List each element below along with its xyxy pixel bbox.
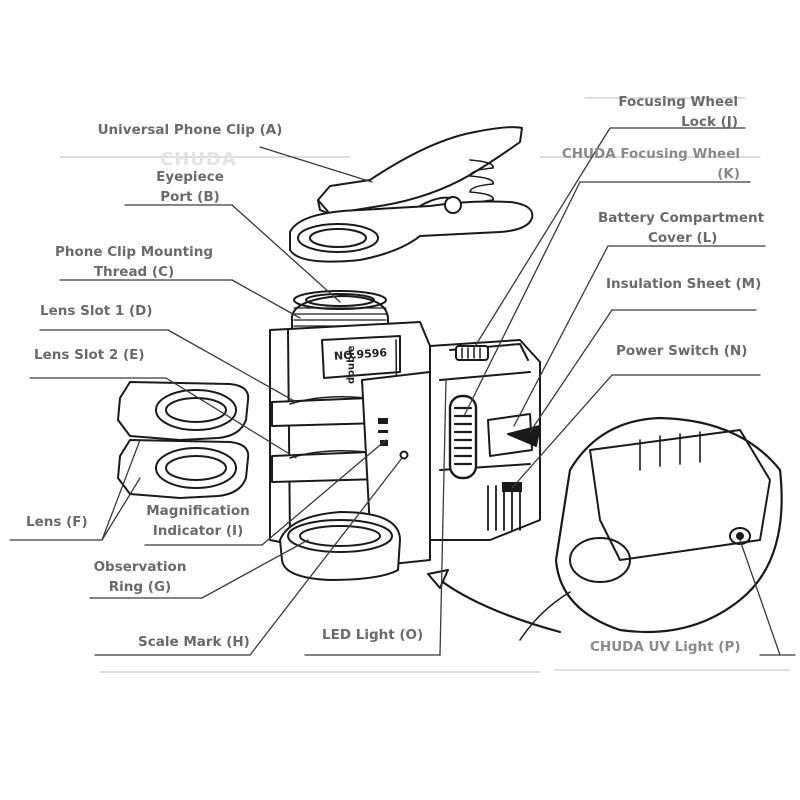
- scale-mark-dot: [399, 450, 409, 460]
- detail-arrow: [427, 569, 562, 634]
- label-text: Lens Slot 1 (D): [40, 303, 153, 319]
- label-eyepiece-port: Eyepiece Port (B): [120, 167, 260, 207]
- label-text: Insulation Sheet (M): [606, 276, 762, 292]
- brand-mark: double: [346, 345, 357, 384]
- label-text: Lens (F): [26, 514, 88, 530]
- label-lens-slot-1: Lens Slot 1 (D): [40, 301, 153, 321]
- label-lens-slot-2: Lens Slot 2 (E): [34, 345, 145, 365]
- label-text-line2: Cover (L): [648, 230, 718, 246]
- label-scale-mark: Scale Mark (H): [138, 632, 250, 652]
- label-text-line1: Observation: [93, 559, 187, 575]
- label-chuda-uv-light: CHUDA UV Light (P): [590, 637, 741, 657]
- label-text: Universal Phone Clip (A): [97, 122, 283, 138]
- leader-lines: [9, 127, 796, 656]
- label-universal-phone-clip: Universal Phone Clip (A): [90, 120, 290, 140]
- label-text: Power Switch (N): [616, 343, 748, 359]
- magnification-marks: [378, 418, 388, 446]
- loose-lenses: [117, 381, 250, 499]
- label-lens: Lens (F): [26, 512, 88, 532]
- watermark: CHUDA: [160, 149, 237, 170]
- label-text-line1: Phone Clip Mounting: [54, 244, 214, 260]
- label-text: Lens Slot 2 (E): [34, 347, 145, 363]
- label-text: CHUDA UV Light (P): [590, 639, 741, 655]
- phone-clip: [289, 126, 534, 263]
- label-magnification-indicator: Magnification Indicator (I): [138, 501, 258, 541]
- label-text-line2: Port (B): [160, 189, 220, 205]
- observation-ring: [279, 511, 401, 581]
- label-led-light: LED Light (O): [322, 625, 423, 645]
- label-power-switch: Power Switch (N): [616, 341, 747, 361]
- label-text-line1: Eyepiece: [156, 169, 224, 185]
- label-phone-clip-mounting-thread: Phone Clip Mounting Thread (C): [44, 242, 224, 282]
- label-chuda-focusing-wheel: CHUDA Focusing Wheel (K): [538, 144, 740, 184]
- label-insulation-sheet: Insulation Sheet (M): [606, 274, 761, 294]
- label-text: LED Light (O): [322, 627, 424, 643]
- label-observation-ring: Observation Ring (G): [80, 557, 200, 597]
- microscope-body: [269, 290, 541, 567]
- label-text-line2: (K): [717, 166, 740, 182]
- label-text-line2: Indicator (I): [152, 523, 244, 539]
- label-text-line1: Magnification: [146, 503, 250, 519]
- switch-ridges: [487, 485, 521, 531]
- detail-view: [519, 416, 783, 641]
- label-battery-compartment-cover: Battery Compartment Cover (L): [598, 208, 778, 248]
- label-text-line2: Ring (G): [108, 579, 172, 595]
- label-text-line1: Battery Compartment: [598, 210, 765, 226]
- label-text-line2: Lock (J): [681, 114, 738, 130]
- label-text-line1: CHUDA Focusing Wheel: [561, 146, 740, 162]
- label-text-line2: Thread (C): [93, 264, 175, 280]
- label-text-line1: Focusing Wheel: [618, 94, 738, 110]
- label-focusing-wheel-lock: Focusing Wheel Lock (J): [560, 92, 738, 132]
- label-text: Scale Mark (H): [138, 634, 250, 650]
- guide-lines: [59, 97, 791, 673]
